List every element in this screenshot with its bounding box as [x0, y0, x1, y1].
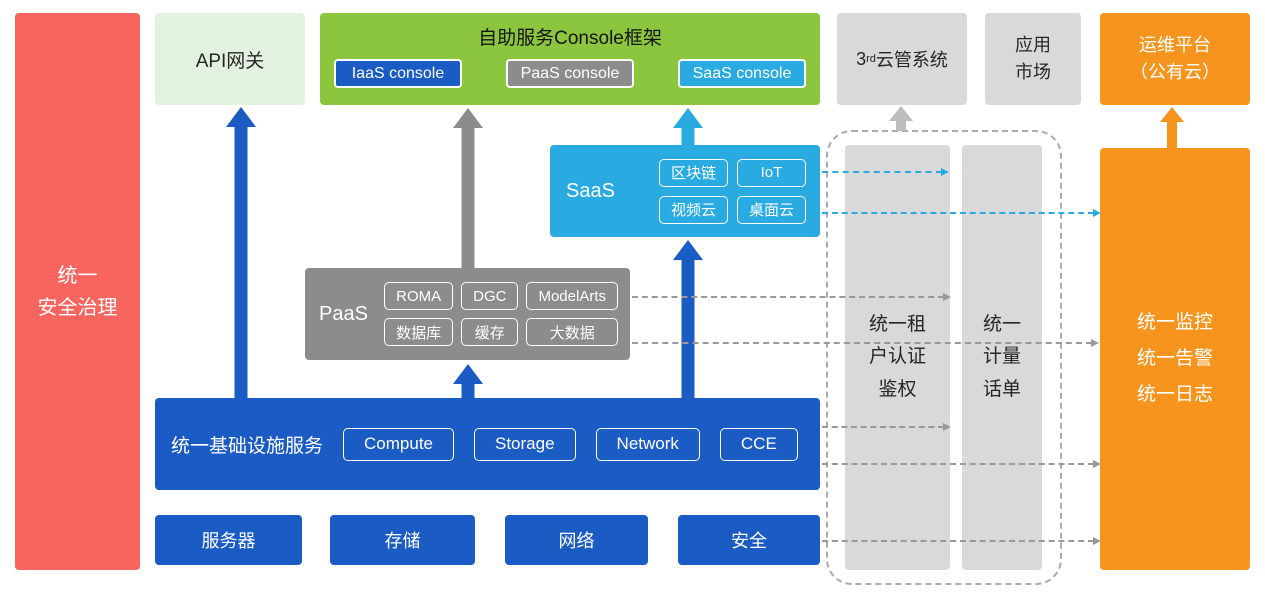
arrow-shaft	[896, 119, 906, 131]
console-chip-row: IaaS console PaaS console SaaS console	[320, 59, 820, 88]
paas-chip-bigdata: 大数据	[526, 318, 618, 346]
saas-chip-desktop-cloud: 桌面云	[736, 195, 806, 224]
dash-arrowhead	[943, 293, 951, 301]
iaas-console-chip: IaaS console	[334, 59, 462, 88]
saas-chip-grid: 区块链 IoT 视频云 桌面云	[658, 158, 806, 224]
tenant-auth-bar: 统一租 户认证 鉴权	[845, 145, 950, 570]
iaas-chip-row: Compute Storage Network CCE	[343, 427, 798, 461]
arrow-iaas-to-paas	[453, 364, 483, 398]
dash-saas-to-auth	[822, 168, 949, 176]
arrow-shaft	[681, 258, 695, 398]
monitoring-box: 统一监控 统一告警 统一日志	[1100, 148, 1250, 570]
api-gateway-box: API网关	[155, 13, 305, 105]
arrow-shaft	[461, 126, 475, 268]
arrow-shaft	[1167, 120, 1177, 148]
paas-label: PaaS	[319, 302, 368, 325]
paas-chip-database: 数据库	[384, 318, 454, 346]
arrow-monitoring-to-ops	[1160, 107, 1184, 148]
arrow-head	[453, 108, 483, 128]
paas-box: PaaS ROMA DGC ModelArts 数据库 缓存 大数据	[305, 268, 630, 360]
dash-arrowhead	[943, 423, 951, 431]
arrow-iaas-to-saas	[673, 240, 703, 398]
console-frame-title: 自助服务Console框架	[478, 28, 662, 49]
paas-chip-cache: 缓存	[461, 318, 519, 346]
arrow-shaft	[461, 382, 475, 398]
saas-box: SaaS 区块链 IoT 视频云 桌面云	[550, 145, 820, 237]
dash-security-to-monitoring	[822, 537, 1101, 545]
saas-console-chip: SaaS console	[678, 59, 806, 88]
foundation-box-server: 服务器	[155, 515, 302, 565]
saas-chip-blockchain: 区块链	[658, 158, 728, 187]
iaas-chip-storage: Storage	[474, 427, 576, 461]
paas-chip-roma: ROMA	[384, 282, 454, 310]
dash-paas-to-monitoring	[632, 339, 1099, 347]
dash-arrowhead	[1093, 460, 1101, 468]
dashed-group-outline	[826, 130, 1062, 585]
arrow-paas-to-console	[453, 108, 483, 268]
third-party-sup: rd	[866, 53, 876, 65]
arrow-iaas-to-api-gateway	[226, 107, 256, 398]
dash-arrowhead	[1093, 537, 1101, 545]
paas-chip-modelarts: ModelArts	[526, 282, 618, 310]
console-frame-box: 自助服务Console框架 IaaS console PaaS console …	[320, 13, 820, 105]
paas-console-chip: PaaS console	[506, 59, 634, 88]
foundation-box-security: 安全	[678, 515, 820, 565]
saas-chip-iot: IoT	[736, 158, 806, 187]
foundation-box-storage: 存储	[330, 515, 475, 565]
app-market-box: 应用 市场	[985, 13, 1081, 105]
third-party-label: 云管系统	[875, 50, 948, 70]
dash-saas-to-monitoring	[822, 209, 1101, 217]
iaas-chip-compute: Compute	[343, 427, 454, 461]
arrow-shaft	[234, 125, 248, 398]
metering-bar: 统一 计量 话单	[962, 145, 1042, 570]
dash-arrowhead	[1093, 209, 1101, 217]
arrow-head	[453, 364, 483, 384]
arrow-head	[889, 106, 913, 121]
iaas-chip-network: Network	[595, 427, 700, 461]
foundation-box-network: 网络	[505, 515, 648, 565]
dash-iaas-to-monitoring	[822, 460, 1101, 468]
saas-label: SaaS	[566, 179, 615, 202]
dash-arrowhead	[1091, 339, 1099, 347]
saas-chip-video-cloud: 视频云	[658, 195, 728, 224]
third-party-number: 3	[856, 48, 867, 69]
iaas-label: 统一基础设施服务	[171, 435, 324, 457]
paas-chip-grid: ROMA DGC ModelArts 数据库 缓存 大数据	[384, 282, 618, 346]
arrow-head	[673, 240, 703, 260]
arrow-saas-to-console	[673, 108, 703, 145]
iaas-box: 统一基础设施服务 Compute Storage Network CCE	[155, 398, 820, 490]
arrow-head	[673, 108, 703, 128]
ops-platform-box: 运维平台 （公有云）	[1100, 13, 1250, 105]
arrow-shaft	[681, 126, 695, 145]
iaas-chip-cce: CCE	[719, 427, 798, 461]
security-governance-bar: 统一 安全治理	[15, 13, 140, 570]
dash-paas-to-metering	[632, 293, 951, 301]
dash-arrowhead	[941, 168, 949, 176]
paas-chip-dgc: DGC	[461, 282, 519, 310]
arrow-head	[226, 107, 256, 127]
arrow-head	[1160, 107, 1184, 122]
arrow-group-to-third-party	[889, 106, 913, 131]
dash-iaas-to-metering	[822, 423, 951, 431]
